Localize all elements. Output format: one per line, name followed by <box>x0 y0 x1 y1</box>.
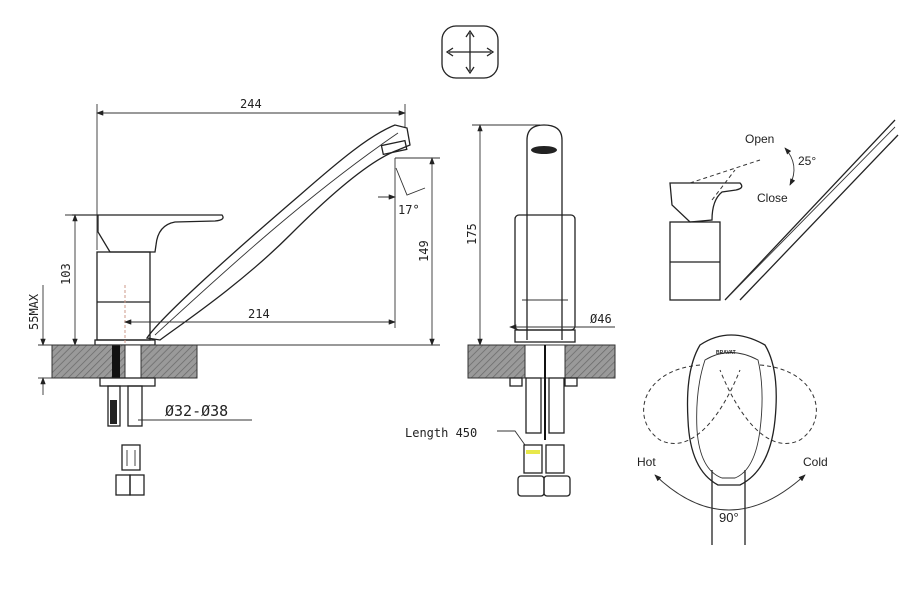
dim-overall-length: 244 <box>240 97 262 111</box>
dim-hose-length: Length 450 <box>405 426 477 440</box>
brand-logo: BRAVAT <box>716 350 736 356</box>
cross-arrows-symbol-icon <box>441 25 499 79</box>
front-view: 175 Ø46 Length 450 <box>405 124 616 497</box>
lever-rotation-label: 90° <box>719 510 739 525</box>
lever-cold-label: Cold <box>803 455 828 469</box>
lever-side-detail: Open 25° Close <box>669 119 899 301</box>
lever-top-detail: BRAVAT Hot Cold 90° <box>637 334 828 545</box>
dim-spout-height: 149 <box>417 240 431 262</box>
dim-total-height: 175 <box>465 223 479 245</box>
dim-body-height: 103 <box>59 263 73 285</box>
dim-hole-diameter: Ø32-Ø38 <box>165 402 228 420</box>
lever-hot-label: Hot <box>637 455 656 469</box>
dim-spout-reach: 214 <box>248 307 270 321</box>
lever-close-label: Close <box>757 191 788 205</box>
dim-base-diameter: Ø46 <box>590 312 612 326</box>
dim-spout-angle: 17° <box>398 203 420 217</box>
lever-angle-label: 25° <box>798 154 816 168</box>
side-view: 244 103 55MAX 149 214 <box>27 97 440 496</box>
lever-open-label: Open <box>745 132 774 146</box>
dim-max-counter: 55MAX <box>27 293 41 330</box>
